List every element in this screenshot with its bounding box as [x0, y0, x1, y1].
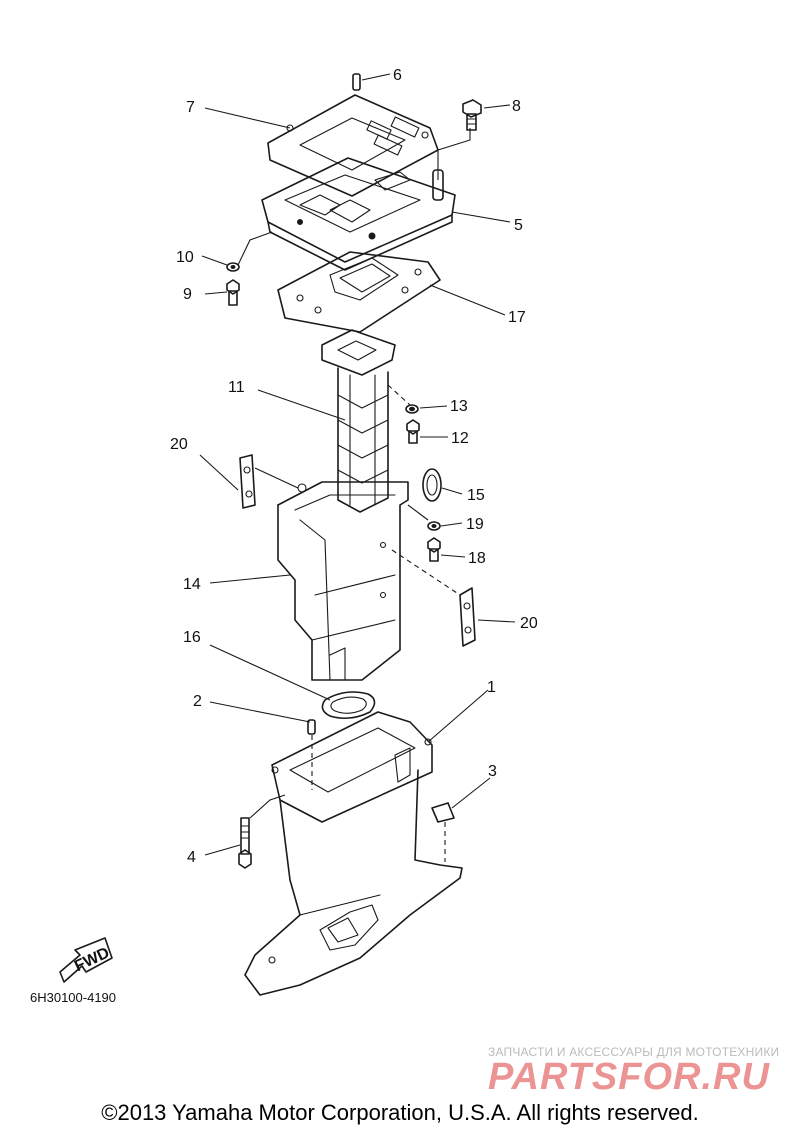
part-2-dowel-pin [307, 719, 316, 735]
part-1-upper-casing [244, 711, 463, 996]
callout-2: 2 [193, 693, 202, 710]
part-19-washer [427, 521, 441, 531]
callout-18: 18 [468, 550, 486, 567]
callout-labels: 6 7 8 5 10 9 17 11 13 12 20 15 19 18 14 … [170, 67, 538, 866]
part-10-washer [226, 262, 240, 272]
watermark-tagline: ЗАПЧАСТИ И АКСЕССУАРЫ ДЛЯ МОТОТЕХНИКИ [488, 1045, 780, 1059]
part-15-grommet [422, 468, 442, 502]
callout-20-right: 20 [520, 615, 538, 632]
callout-5: 5 [514, 217, 523, 234]
part-6-dowel-pin [352, 73, 361, 91]
callout-19: 19 [466, 516, 484, 533]
part-18-bolt [427, 537, 441, 562]
part-12-bolt [406, 419, 420, 444]
part-17-gasket [277, 251, 441, 333]
part-13-nut [405, 404, 419, 414]
part-14-muffler [277, 481, 409, 681]
part-9-bolt [226, 279, 240, 306]
callout-11: 11 [228, 379, 245, 396]
fwd-direction-arrow: FWD [59, 937, 113, 983]
part-4-long-bolt [238, 817, 252, 869]
part-20-bracket-left [239, 454, 256, 509]
callout-17: 17 [508, 309, 526, 326]
part-5-exhaust-guide [261, 157, 456, 271]
diagram-code: 6H30100-4190 [30, 990, 117, 1005]
callout-8: 8 [512, 98, 521, 115]
callout-16: 16 [183, 629, 201, 646]
callout-6: 6 [393, 67, 402, 84]
callout-20-left: 20 [170, 436, 188, 453]
leader-lines [199, 73, 516, 862]
callout-1: 1 [487, 679, 496, 696]
watermark-brand: PARTSFOR.RU [488, 1056, 770, 1098]
callout-9: 9 [183, 286, 192, 303]
callout-14: 14 [183, 576, 201, 593]
part-16-seal [321, 691, 376, 720]
copyright-notice: ©2013 Yamaha Motor Corporation, U.S.A. A… [101, 1100, 699, 1125]
callout-4: 4 [187, 849, 196, 866]
callout-3: 3 [488, 763, 497, 780]
part-20-bracket-right [459, 587, 476, 647]
callout-7: 7 [186, 99, 195, 116]
callout-12: 12 [451, 430, 469, 447]
part-3-plate [431, 802, 455, 823]
part-8-bolt [462, 99, 482, 131]
part-11-exhaust-manifold [321, 329, 396, 513]
callout-13: 13 [450, 398, 468, 415]
callout-10: 10 [176, 249, 194, 266]
callout-15: 15 [467, 487, 485, 504]
